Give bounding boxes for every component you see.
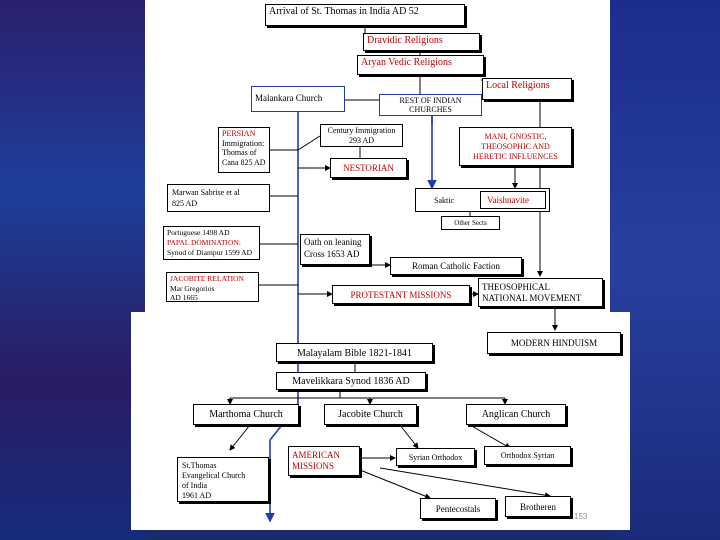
node-marthoma-label: Marthoma Church — [209, 409, 283, 420]
node-protestant-label: PROTESTANT MISSIONS — [350, 290, 452, 300]
node-modern-hinduism-label: MODERN HINDUISM — [510, 338, 598, 348]
node-portuguese-line3: Synod of Diampur 1599 AD — [167, 248, 252, 257]
node-mani-line2: THEOSOPHIC AND — [481, 142, 550, 151]
slide-background-left — [0, 0, 145, 540]
node-nestorian: NESTORIAN — [330, 158, 407, 178]
node-saktic: Saktic — [434, 196, 454, 205]
node-st-thomas-line2: Evangelical Church — [182, 471, 246, 480]
node-century-line2: 293 AD — [348, 136, 375, 145]
node-anglican: Anglican Church — [466, 404, 566, 425]
node-vaishnavite: Vaishnavite — [480, 191, 546, 209]
node-st-thomas-evangelical: St.Thomas Evangelical Church of India 19… — [177, 457, 269, 502]
node-portuguese: Portuguese 1498 AD PAPAL DOMINATION: Syn… — [163, 226, 260, 260]
node-roman-catholic-label: Roman Catholic Faction — [412, 261, 500, 271]
node-jacobite-relation-line1: JACOBITE RELATION — [170, 274, 244, 283]
node-pentecostals: Pentecostals — [420, 498, 496, 519]
node-rest-indian-line2: CHURCHES — [409, 105, 452, 114]
node-roman-catholic: Roman Catholic Faction — [390, 257, 522, 275]
node-arrival: Arrival of St. Thomas in India AD 52 — [265, 4, 465, 26]
node-jacobite-relation: JACOBITE RELATION Mar Gregorios AD 1665 — [166, 272, 259, 302]
node-portuguese-line1: Portuguese 1498 AD — [167, 228, 230, 237]
node-arrival-label: Arrival of St. Thomas in India AD 52 — [269, 6, 419, 17]
node-marthoma: Marthoma Church — [193, 404, 299, 425]
node-american-line2: MISSIONS — [292, 461, 335, 471]
node-theosophical-line2: NATIONAL MOVEMENT — [482, 293, 582, 303]
node-mani-line1: MANI, GNOSTIC, — [484, 132, 547, 141]
node-persian-line1: PERSIAN — [222, 129, 256, 138]
node-oath-line1: Oath on leaning — [304, 237, 362, 247]
node-american-line1: AMERICAN — [292, 450, 341, 460]
node-malayalam-bible-label: Malayalam Bible 1821-1841 — [297, 348, 412, 359]
node-mavelikkara: Mavelikkara Synod 1836 AD — [276, 372, 426, 390]
node-orthodox-syrian-label: Orthodox Syrian — [500, 451, 555, 460]
node-modern-hinduism: MODERN HINDUISM — [487, 332, 621, 354]
node-brothren-label: Brotheren — [520, 502, 556, 512]
node-dravidic-label: Dravidic Religions — [367, 35, 443, 46]
node-hindu-sects: Saktic Vaishnavite — [415, 188, 550, 212]
node-st-thomas-line1: St.Thomas — [182, 461, 217, 470]
node-marwan-line1: Marwan Sabrise et al — [172, 188, 240, 197]
node-jacobite-relation-line2: Mar Gregorios — [170, 283, 215, 293]
node-aryan: Aryan Vedic Religions — [357, 55, 484, 75]
node-theosophical-line1: THEOSOPHICAL — [482, 282, 551, 292]
node-malankara: Malankara Church — [251, 86, 345, 112]
node-century-line1: Century Immigration — [327, 126, 396, 135]
node-rest-indian-line1: REST OF INDIAN — [399, 96, 462, 105]
node-syrian-orthodox: Syrian Orthodox — [396, 448, 475, 466]
node-protestant: PROTESTANT MISSIONS — [332, 285, 470, 304]
node-portuguese-line2: PAPAL DOMINATION: — [167, 238, 241, 247]
node-pentecostals-label: Pentecostals — [435, 504, 481, 514]
node-mani-line3: HERETIC INFLUENCES — [473, 152, 558, 161]
node-local-label: Local Religions — [486, 80, 550, 91]
node-persian-line4: Cana 825 AD — [222, 157, 266, 167]
page-number: 153 — [574, 512, 588, 521]
node-persian-line2: Immigration: — [222, 138, 265, 148]
node-anglican-label: Anglican Church — [481, 409, 551, 420]
node-jacobite-relation-line3: AD 1665 — [170, 293, 198, 302]
node-other-sects-label: Other Sects — [454, 219, 487, 227]
node-mavelikkara-label: Mavelikkara Synod 1836 AD — [292, 376, 410, 387]
node-oath-line2: Cross 1653 AD — [304, 249, 360, 259]
node-aryan-label: Aryan Vedic Religions — [361, 57, 452, 68]
node-marwan-line2: 825 AD — [172, 199, 198, 208]
node-st-thomas-line4: 1961 AD — [182, 491, 212, 500]
node-jacobite-church-label: Jacobite Church — [338, 409, 403, 420]
node-st-thomas-line3: of India — [182, 481, 208, 490]
node-persian: PERSIAN Immigration: Thomas of Cana 825 … — [218, 127, 270, 173]
node-marwan: Marwan Sabrise et al 825 AD — [167, 184, 270, 212]
node-malayalam-bible: Malayalam Bible 1821-1841 — [276, 343, 433, 362]
node-persian-line3: Thomas of — [222, 148, 257, 157]
node-malankara-label: Malankara Church — [255, 93, 323, 103]
node-other-sects: Other Sects — [441, 216, 500, 230]
node-brothren: Brotheren — [505, 496, 571, 517]
node-jacobite-church: Jacobite Church — [324, 404, 417, 425]
node-local: Local Religions — [482, 78, 572, 100]
node-syrian-orthodox-label: Syrian Orthodox — [408, 453, 463, 462]
node-nestorian-label: NESTORIAN — [343, 163, 394, 173]
node-orthodox-syrian: Orthodox Syrian — [484, 446, 571, 465]
node-dravidic: Dravidic Religions — [363, 33, 480, 51]
